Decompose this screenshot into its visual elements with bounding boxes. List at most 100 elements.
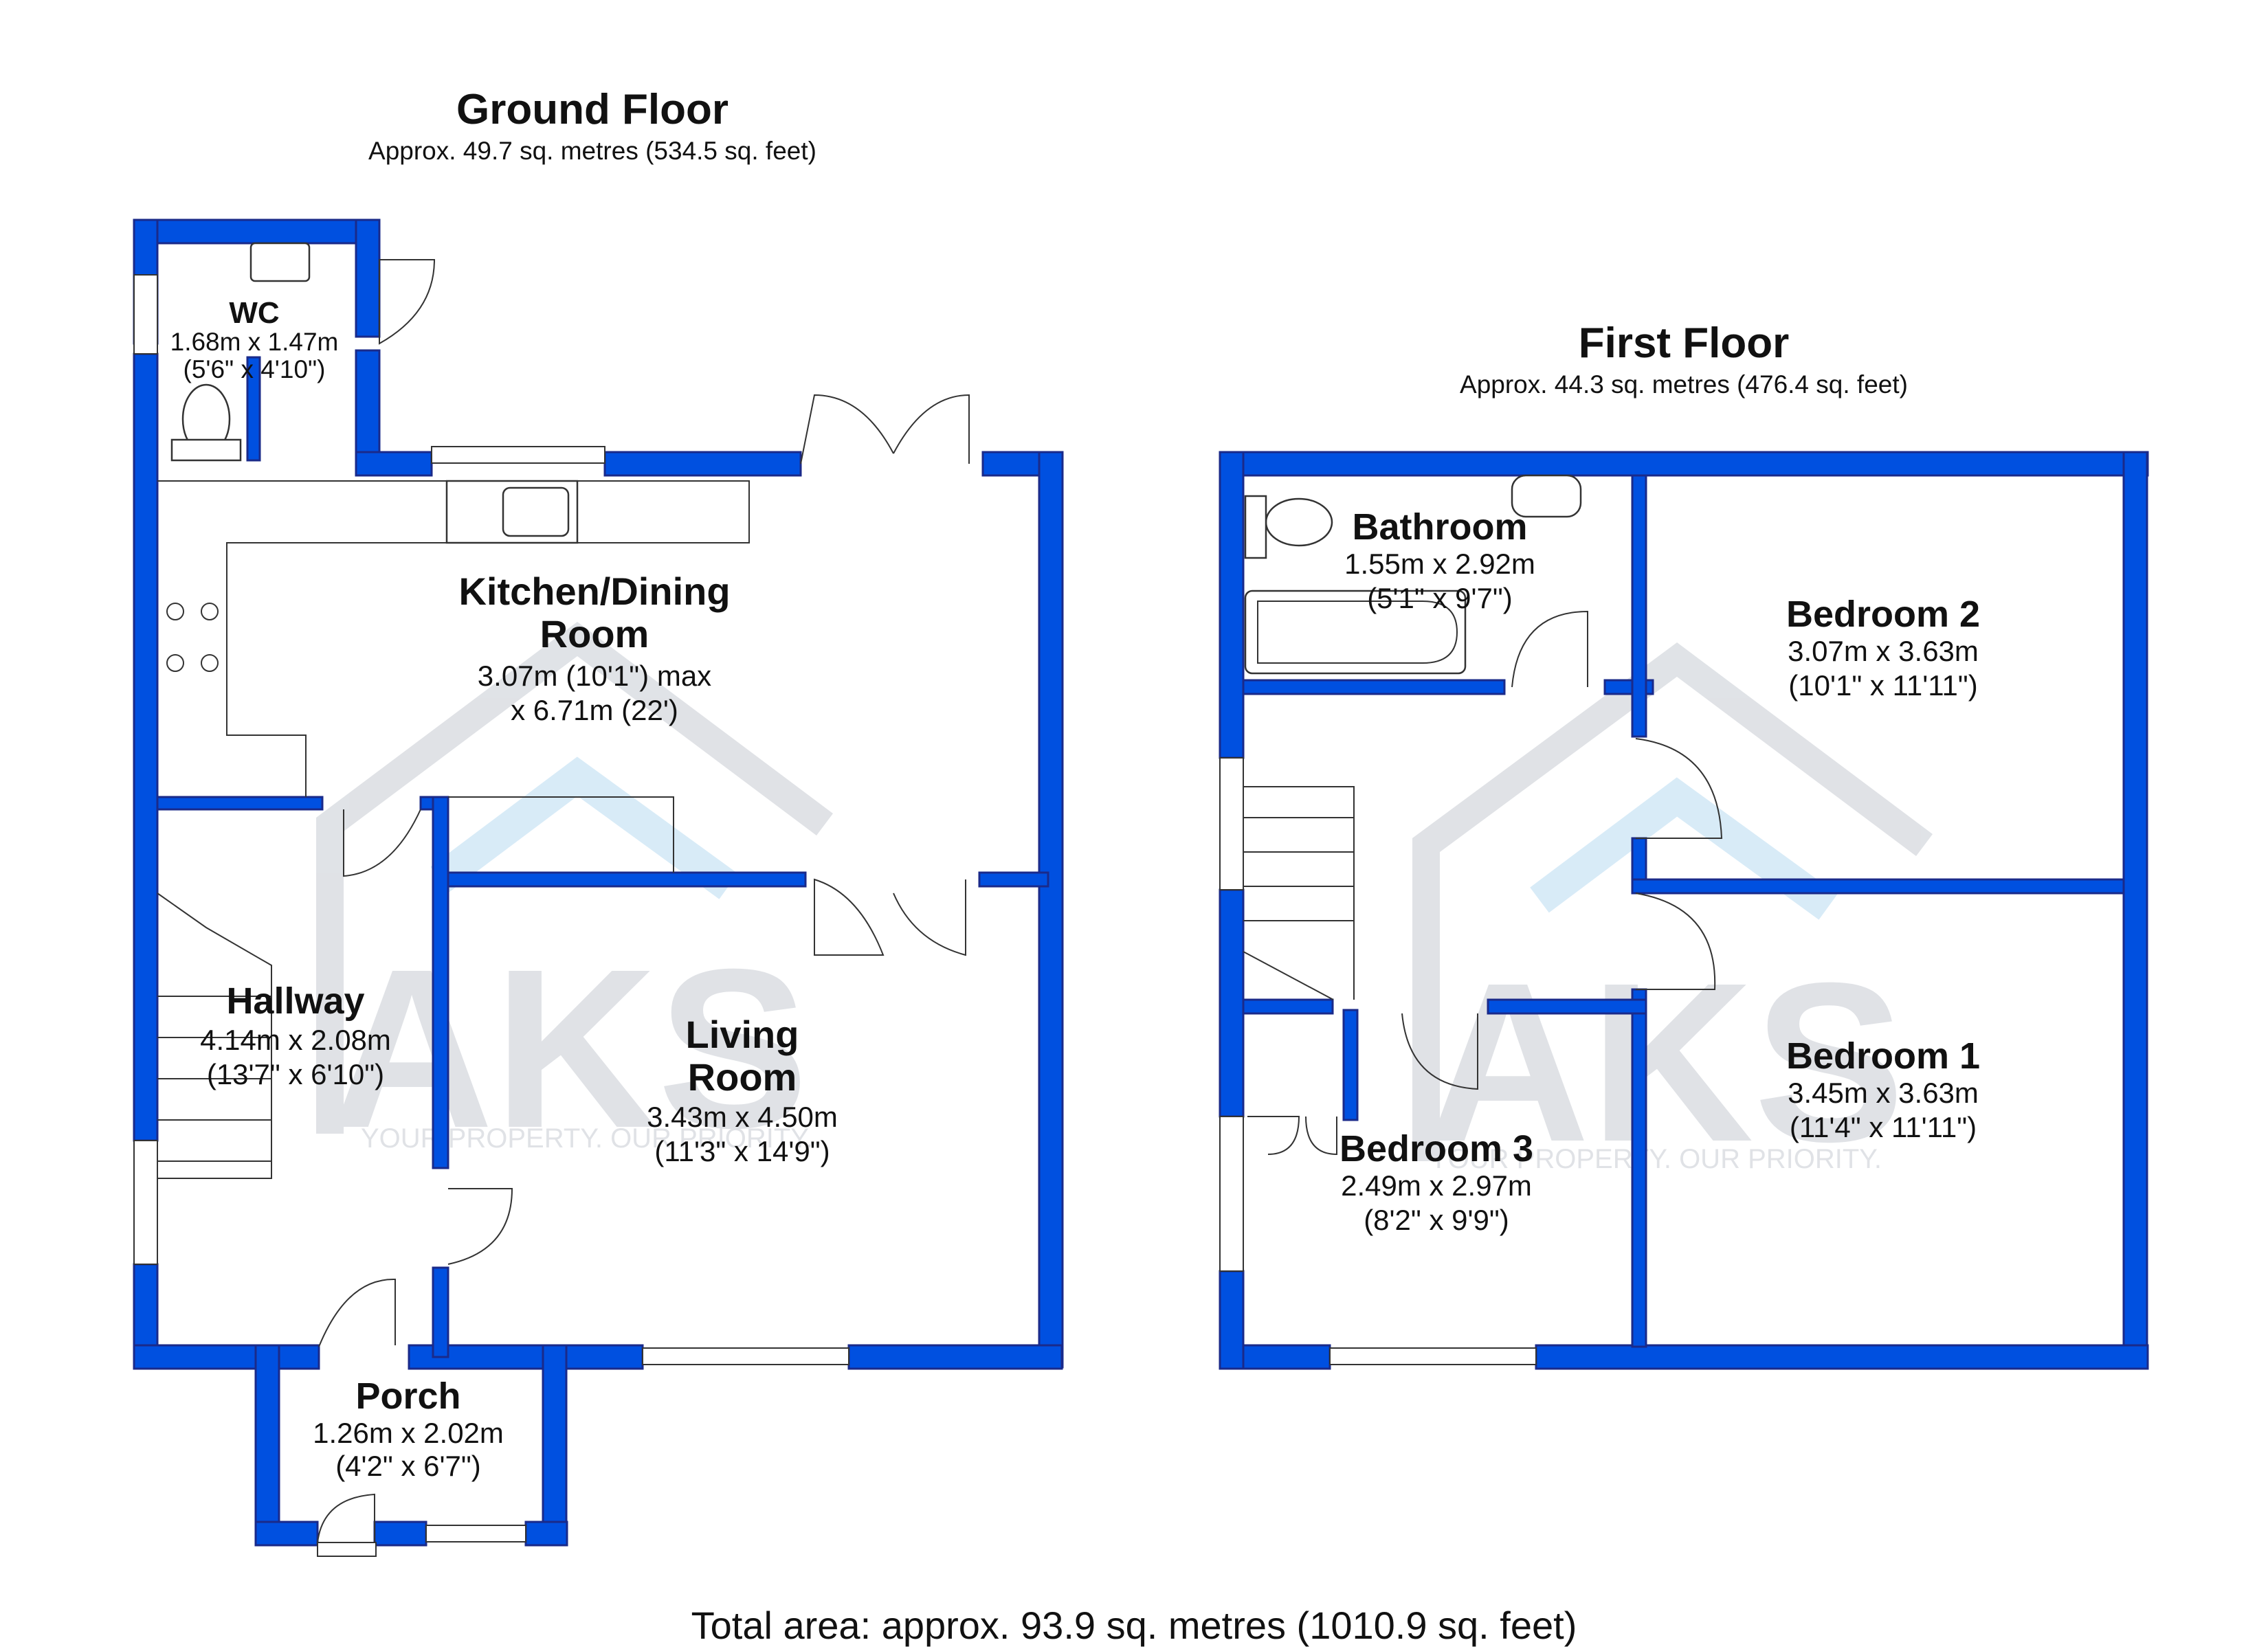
sink-bowl xyxy=(502,486,570,537)
wall xyxy=(1535,1344,2149,1370)
bathroom-dim-imperial: (5'1" x 9'7") xyxy=(1367,582,1513,614)
threshold xyxy=(317,1542,377,1557)
bath-toilet xyxy=(1265,497,1333,547)
window xyxy=(133,274,158,355)
wall xyxy=(542,1344,568,1546)
wall xyxy=(133,352,159,1142)
wardrobe-doors xyxy=(1247,1116,1337,1156)
door-bedroom1 xyxy=(1635,893,1716,990)
window xyxy=(1219,1116,1244,1272)
bedroom2-name: Bedroom 2 xyxy=(1786,594,1980,635)
watermark-logo-left: AKS xyxy=(330,921,809,1175)
wall xyxy=(847,1344,1063,1370)
wall xyxy=(1631,878,2125,895)
staircase-first-floor xyxy=(1243,786,1355,1000)
bath-basin xyxy=(1511,474,1582,518)
wall xyxy=(246,356,261,462)
kitchen-dim-line1: 3.07m (10'1") max xyxy=(478,660,711,692)
door-wc xyxy=(379,259,436,345)
door-bedroom2 xyxy=(1635,738,1723,839)
window xyxy=(642,1347,849,1365)
wall xyxy=(373,1521,427,1547)
door-bathroom xyxy=(1511,610,1588,688)
wall xyxy=(1242,998,1334,1015)
door-bedroom3 xyxy=(1401,1013,1478,1090)
watermark-logo-right: AKS xyxy=(1426,935,1905,1189)
living-name-line1: Living xyxy=(686,1013,799,1056)
wall xyxy=(133,1344,259,1370)
porch-dim-imperial: (4'2" x 6'7") xyxy=(335,1450,481,1482)
watermark-tagline-right: YOUR PROPERTY. OUR PRIORITY. xyxy=(1430,1144,1882,1174)
wall xyxy=(355,451,433,477)
staircase xyxy=(157,893,272,1179)
wall xyxy=(524,1521,568,1547)
bedroom3-dim-imperial: (8'2" x 9'9") xyxy=(1364,1204,1509,1236)
living-unit xyxy=(448,796,674,873)
bedroom3-dim-metric: 2.49m x 2.97m xyxy=(1341,1169,1532,1202)
wall xyxy=(2122,451,2148,1369)
wall xyxy=(447,871,807,888)
wc-basin xyxy=(249,242,311,282)
wall xyxy=(603,451,802,477)
kitchen-worktop xyxy=(157,480,750,797)
wall xyxy=(355,218,381,338)
wc-name: WC xyxy=(229,296,279,330)
total-area: Total area: approx. 93.9 sq. metres (101… xyxy=(691,1604,1577,1647)
kitchen-name-line1: Kitchen/Dining xyxy=(458,570,730,613)
ground-floor-area: Approx. 49.7 sq. metres (534.5 sq. feet) xyxy=(368,137,816,165)
watermark-right: AKS YOUR PROPERTY. OUR PRIORITY. xyxy=(1412,642,1933,1189)
wall xyxy=(432,796,449,1169)
wall xyxy=(1219,1270,1245,1370)
window xyxy=(425,1525,526,1543)
bath-cistern xyxy=(1244,495,1267,559)
kitchen-dim-line2: x 6.71m (22') xyxy=(511,694,678,726)
wall xyxy=(254,1521,319,1547)
wall xyxy=(1219,451,2149,477)
wall xyxy=(1631,1002,1647,1348)
bedroom2-dim-imperial: (10'1" x 11'11") xyxy=(1788,669,1977,702)
wall xyxy=(156,796,324,811)
hallway-name: Hallway xyxy=(226,980,364,1022)
porch-dim-metric: 1.26m x 2.02m xyxy=(313,1417,504,1449)
wall xyxy=(1242,679,1506,695)
window xyxy=(1329,1347,1537,1365)
wall xyxy=(1219,888,1245,1118)
door-porch xyxy=(318,1278,396,1347)
window xyxy=(133,1140,158,1265)
door-living xyxy=(447,1188,513,1265)
porch-name: Porch xyxy=(355,1376,460,1417)
wall xyxy=(1487,998,1647,1015)
wall xyxy=(432,1266,449,1358)
first-floor-title: First Floor xyxy=(1579,319,1790,367)
wc-dim-imperial: (5'6" x 4'10") xyxy=(184,355,326,383)
wall xyxy=(254,1344,280,1546)
wall xyxy=(1038,451,1064,1369)
hallway-dim-metric: 4.14m x 2.08m xyxy=(200,1024,391,1056)
bedroom3-name: Bedroom 3 xyxy=(1339,1128,1533,1169)
bedroom1-dim-metric: 3.45m x 3.63m xyxy=(1788,1077,1979,1109)
wall xyxy=(1342,1009,1359,1121)
ground-floor-plan xyxy=(133,218,1064,1557)
bath-inner xyxy=(1257,601,1458,664)
door-front xyxy=(317,1493,375,1543)
first-floor-area: Approx. 44.3 sq. metres (476.4 sq. feet) xyxy=(1460,370,1908,399)
bathroom-dim-metric: 1.55m x 2.92m xyxy=(1344,548,1535,580)
french-door-internal xyxy=(814,878,966,956)
wc-cistern xyxy=(170,438,242,462)
wc-dim-metric: 1.68m x 1.47m xyxy=(170,328,339,356)
wall xyxy=(978,871,1049,888)
wall xyxy=(1219,451,1245,759)
kitchen-name-line2: Room xyxy=(540,612,649,655)
bedroom1-dim-imperial: (11'4" x 11'11") xyxy=(1790,1111,1977,1143)
door-hallway-kitchen xyxy=(343,809,421,877)
bathroom-name: Bathroom xyxy=(1353,506,1528,548)
wall xyxy=(355,349,381,458)
bath xyxy=(1244,590,1467,675)
first-floor-plan xyxy=(1219,451,2149,1370)
window xyxy=(1219,757,1244,890)
living-name-line2: Room xyxy=(688,1055,797,1099)
hallway-dim-imperial: (13'7" x 6'10") xyxy=(207,1058,384,1090)
window xyxy=(431,446,605,464)
wall xyxy=(1631,474,1647,738)
